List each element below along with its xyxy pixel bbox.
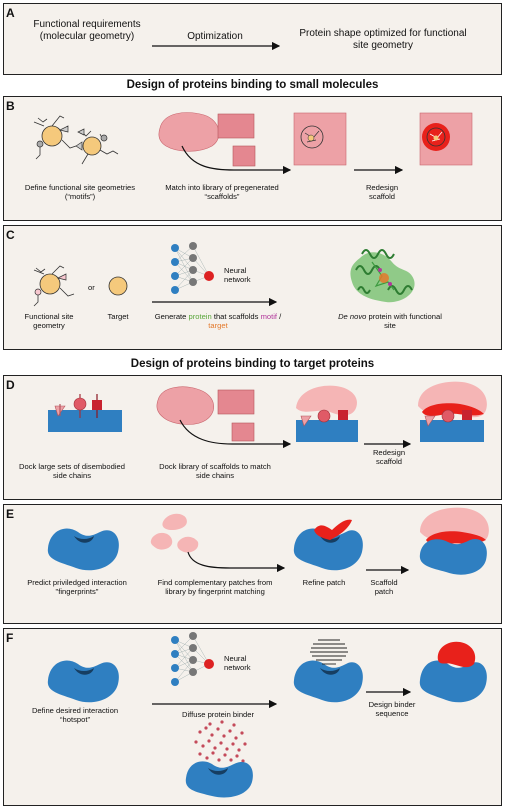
motif-in-scaffold <box>300 125 324 149</box>
target-surface-with-sidechains <box>48 394 122 432</box>
panel-b-letter: B <box>6 99 15 113</box>
panel-c-caption-target: Target <box>107 312 129 321</box>
panel-b-caption-match: Match into library of pregenerated “scaf… <box>165 183 279 202</box>
scaffold-box-1 <box>217 113 255 139</box>
scaffold-blob-d <box>156 386 214 425</box>
panel-d-caption-dock-sidechains: Dock large sets of disembodied side chai… <box>19 462 125 481</box>
panel-f-caption-design-sequence: Design binder sequence <box>368 700 416 719</box>
scaffold-blob-large <box>158 112 220 152</box>
scaffold-box-d2 <box>231 422 255 442</box>
panel-a-arrow-label: Optimization <box>187 31 243 42</box>
refined-patch <box>293 519 363 571</box>
panel-b-caption-redesign: Redesign scaffold <box>365 183 399 202</box>
panel-c-letter: C <box>6 228 15 242</box>
match-fingerprint-arrow <box>187 551 286 573</box>
generate-protein-word: protein <box>188 312 212 321</box>
scaffold-box-2 <box>232 145 256 167</box>
panel-c-generate-caption: Generate protein that scaffolds motif / … <box>154 312 282 331</box>
target-ligand-icon <box>108 276 128 296</box>
panel-e-caption-refine: Refine patch <box>302 578 346 587</box>
panel-a-left-text: Functional requirements (molecular geome… <box>33 19 141 42</box>
generate-slash: / <box>277 312 282 321</box>
panel-e-caption-fingerprints: Predict priviledged interaction "fingerp… <box>27 578 127 597</box>
redesigned-binder-d <box>418 381 487 442</box>
de-novo-text: De novo <box>338 312 367 321</box>
result-rest-text: protein with functional site <box>366 312 442 331</box>
panel-a-right-text: Protein shape optimized for functional s… <box>299 28 467 51</box>
generate-motif-word: motif <box>260 312 278 321</box>
panel-d-letter: D <box>6 378 15 392</box>
neural-network-icon-c <box>171 242 214 294</box>
docked-scaffold <box>296 385 358 442</box>
neural-network-icon-f <box>171 632 214 686</box>
panel-c-result-caption: De novo protein with functional site <box>335 312 445 331</box>
panel-b-caption-motifs: Define functional site geometries (“moti… <box>24 183 136 202</box>
panel-f-caption-hotspot: Define desired interaction “hotspot” <box>31 706 119 725</box>
panel-e-caption-scaffold: Scaffold patch <box>370 578 398 597</box>
diffusion-noise-cloud <box>194 720 247 763</box>
panel-e-letter: E <box>6 507 15 521</box>
target-protein-bottom <box>185 761 253 798</box>
panel-d-caption-dock-scaffolds: Dock library of scaffolds to match side … <box>159 462 271 481</box>
panel-a-letter: A <box>6 6 15 20</box>
panel-a <box>3 3 502 75</box>
library-patches <box>150 513 199 553</box>
scaffold-with-motif <box>293 112 347 166</box>
functional-site-geometry-icon <box>33 265 75 307</box>
de-novo-protein-structure <box>350 249 415 303</box>
panel-c-or-label: or <box>88 283 95 292</box>
match-arrow <box>181 145 292 175</box>
scaffold-box-d1 <box>217 389 255 415</box>
scaffolded-binder-e <box>419 507 489 575</box>
generate-target-word: target <box>208 321 228 331</box>
motif-geometries-icon <box>33 115 119 165</box>
panel-c <box>3 225 502 350</box>
panel-c-caption-site-geometry: Functional site geometry <box>24 312 74 331</box>
target-protein-fingerprint <box>47 528 119 571</box>
panel-f-nn-label: Neural network <box>224 654 251 673</box>
generate-text: Generate <box>154 312 189 321</box>
target-hotspot-protein <box>47 660 119 703</box>
section-header-target-proteins: Design of proteins binding to target pro… <box>130 358 375 370</box>
generate-mid-text: that scaffolds <box>211 312 261 321</box>
dock-arrow <box>179 419 292 449</box>
final-binder <box>419 641 487 703</box>
panel-d-caption-redesign: Redesign scaffold <box>372 448 406 467</box>
panel-f-caption-diffuse: Diffuse protein binder <box>181 710 255 719</box>
diffused-binder-striped <box>293 639 363 703</box>
panel-f-letter: F <box>6 631 14 645</box>
section-header-small-molecules: Design of proteins binding to small mole… <box>126 79 379 91</box>
panel-c-nn-label: Neural network <box>224 266 251 285</box>
panel-e-caption-patches: Find complementary patches from library … <box>157 578 273 597</box>
